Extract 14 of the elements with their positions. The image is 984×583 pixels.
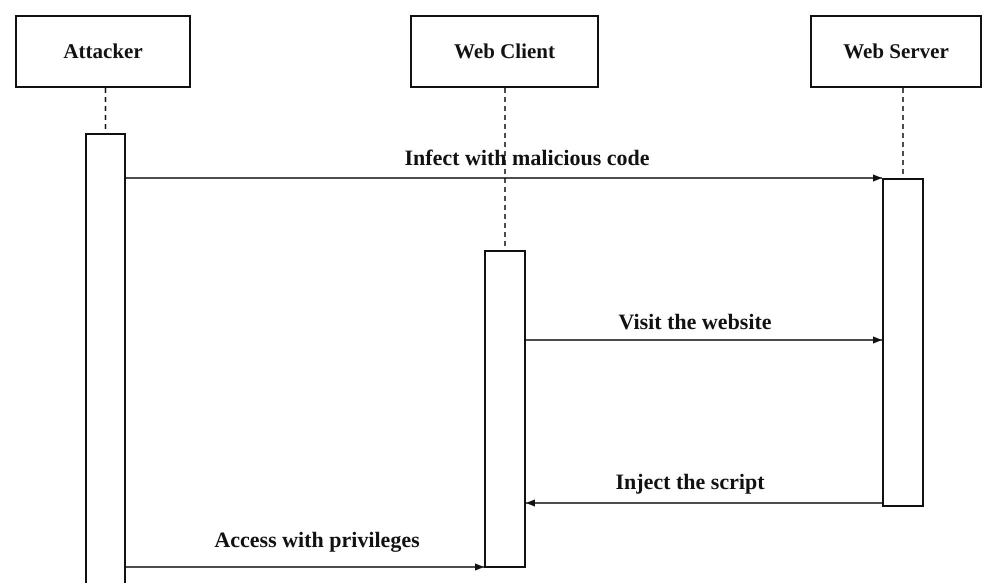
message-arrow (526, 499, 882, 507)
edge-label: Access with privileges (214, 528, 420, 552)
edge-label: Visit the website (618, 310, 772, 334)
participant-box: Attacker (15, 15, 191, 88)
message-arrow (526, 336, 882, 344)
activation-bar (484, 250, 526, 568)
activation-bar (882, 178, 924, 507)
participant-box: Web Server (810, 15, 982, 88)
participant-box: Web Client (410, 15, 599, 88)
edge-label: Infect with malicious code (404, 146, 650, 170)
message-arrow (126, 563, 484, 571)
message-arrow (126, 174, 882, 182)
activation-bar (85, 133, 126, 583)
edge-label: Inject the script (615, 470, 765, 494)
